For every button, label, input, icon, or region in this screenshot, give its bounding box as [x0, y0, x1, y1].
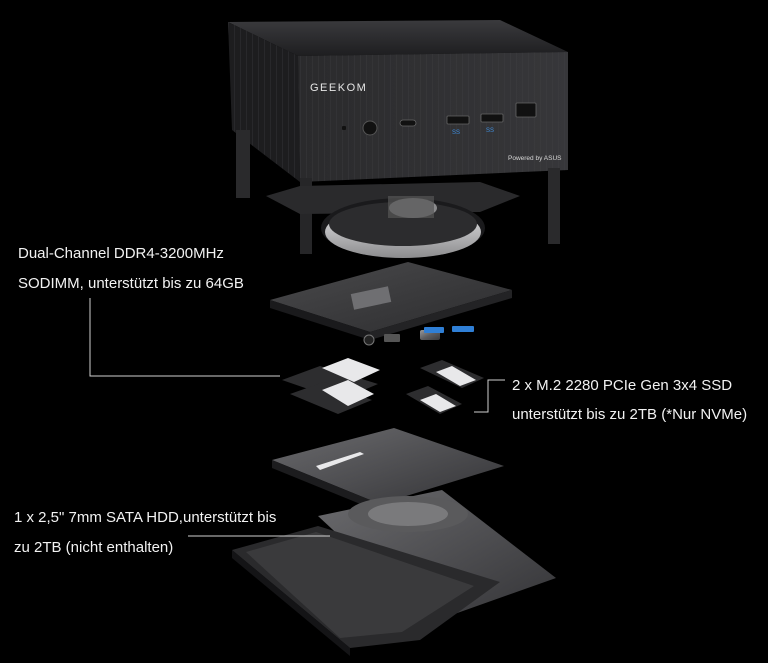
ram-callout-line: [89, 298, 280, 377]
ssd-callout-line: [474, 379, 505, 413]
cpu-chip-icon: [350, 286, 392, 310]
ram-callout-line2: SODIMM, unterstützt bis zu 64GB: [18, 275, 244, 292]
brand-tagline: Powered by ASUS: [508, 155, 562, 162]
usb-a-port-icon: [446, 115, 470, 125]
top-case: GEEKOM Powered by ASUS SS SS: [228, 20, 568, 254]
hdd-callout-line2: zu 2TB (nicht enthalten): [14, 539, 174, 556]
usb-a-port-icon: [480, 113, 504, 123]
front-ports: SS SS: [342, 102, 537, 136]
ssd-modules: [406, 360, 484, 414]
usb-port-icon: [424, 327, 444, 333]
motherboard: [270, 262, 512, 346]
sd-card-slot-icon: [515, 102, 537, 118]
brand-logo: GEEKOM: [310, 82, 367, 94]
fan-assembly: [266, 182, 520, 258]
usb-port-icon: [452, 326, 474, 332]
usb-ss-label: SS: [486, 128, 494, 134]
usb-ss-label: SS: [452, 130, 460, 136]
ram-modules: [282, 358, 380, 414]
status-led-icon: [342, 126, 346, 130]
callout-lines: [89, 298, 505, 537]
hdd-callout-line1: 1 x 2,5" 7mm SATA HDD,unterstützt bis: [14, 509, 277, 526]
ssd-callout-line2: unterstützt bis zu 2TB (*Nur NVMe): [512, 406, 748, 423]
usb-c-port-icon: [399, 119, 417, 127]
power-button-icon: [362, 120, 378, 136]
bottom-plate: [232, 490, 556, 656]
ram-callout-line1: Dual-Channel DDR4-3200MHz: [18, 245, 224, 262]
ssd-callout-line1: 2 x M.2 2280 PCIe Gen 3x4 SSD: [512, 377, 733, 394]
